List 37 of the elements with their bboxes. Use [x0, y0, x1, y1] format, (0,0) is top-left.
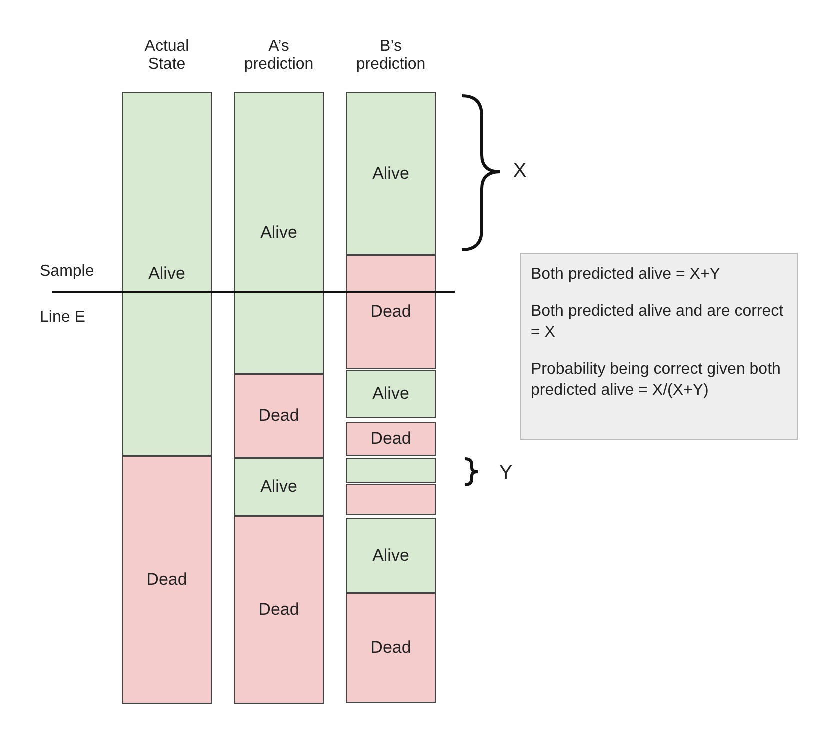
segment-label: Alive — [260, 223, 298, 243]
bar-segment — [234, 458, 324, 516]
segment-label: Dead — [370, 429, 412, 449]
column-heading: A’s prediction — [243, 38, 315, 74]
note-box — [520, 253, 798, 440]
bar-segment — [234, 516, 324, 704]
empty-bar-segment — [346, 458, 436, 483]
note-text: Both predicted alive and are correct = X — [531, 302, 785, 343]
segment-label: Dead — [370, 302, 412, 322]
line-label: Sample — [40, 263, 94, 281]
segment-label: Alive — [372, 384, 410, 404]
bar-segment — [346, 255, 436, 369]
segment-label: Dead — [258, 406, 300, 426]
bar-segment — [346, 370, 436, 418]
bar-segment — [234, 374, 324, 458]
segment-label: Alive — [148, 264, 186, 284]
note-text: Both predicted alive = X+Y — [531, 265, 722, 285]
segment-label: Alive — [260, 477, 298, 497]
bar-segment — [234, 92, 324, 374]
bar-segment — [346, 422, 436, 456]
brace-label: X — [512, 160, 528, 183]
segment-label: Alive — [372, 164, 410, 184]
bar-segment — [122, 92, 212, 456]
bar-segment — [346, 593, 436, 703]
segment-label: Alive — [372, 546, 410, 566]
empty-bar-segment — [346, 484, 436, 515]
column-heading: Actual State — [144, 38, 190, 74]
note-text: Probability being correct given both predicted alive = X/(X+Y) — [531, 360, 782, 401]
bar-segment — [346, 518, 436, 593]
column-heading: B’s prediction — [355, 38, 427, 74]
segment-label: Dead — [258, 600, 300, 620]
line-label: Line E — [40, 309, 86, 327]
brace-label: Y — [498, 462, 514, 485]
segment-label: Dead — [146, 570, 188, 590]
bar-segment — [122, 456, 212, 704]
bar-segment — [346, 92, 436, 255]
segment-label: Dead — [370, 638, 412, 658]
